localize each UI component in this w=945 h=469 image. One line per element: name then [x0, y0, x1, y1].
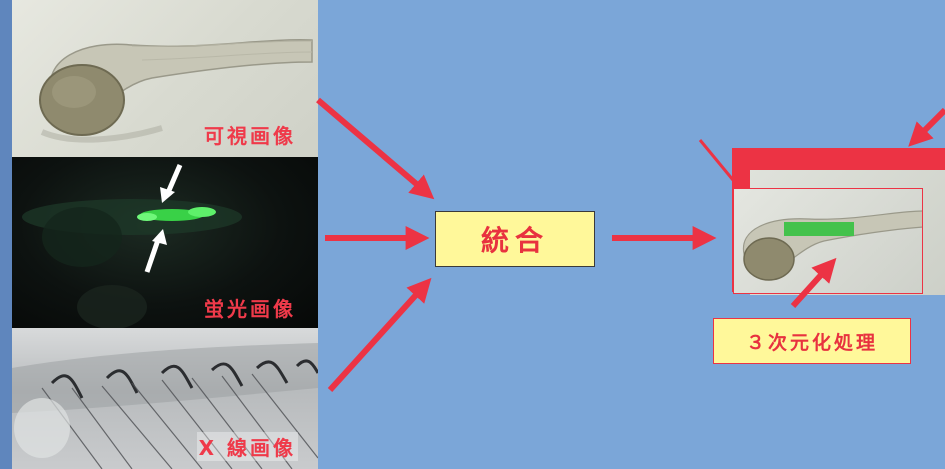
arrow-process-to-result: [790, 257, 837, 309]
process-box: ３次元化処理: [713, 318, 911, 364]
down-arrow-icon: [160, 164, 183, 203]
arrow-xray-to-merge: [327, 277, 432, 393]
arrow-top-left-tick: [698, 139, 735, 181]
fluorescence-image: [22, 164, 242, 328]
xray-image-label: X 線画像: [196, 432, 298, 461]
zebrafish-embryo-image: [39, 39, 313, 143]
fluorescence-region-marker: [784, 222, 854, 236]
result-image: [733, 188, 923, 294]
fluorescence-image-panel: 蛍光画像: [12, 157, 318, 328]
visible-image-label: 可視画像: [204, 124, 296, 148]
process-label: ３次元化処理: [745, 331, 878, 354]
visible-image-panel: 可視画像: [12, 0, 318, 157]
fluorescence-image-label: 蛍光画像: [204, 297, 296, 321]
merge-box: 統合: [435, 211, 595, 267]
arrow-top-right-to-result: [908, 107, 945, 147]
up-arrow-icon: [144, 229, 167, 273]
left-edge-strip: [0, 0, 12, 469]
xray-image-panel: X 線画像: [12, 328, 318, 469]
arrow-visible-to-merge: [316, 97, 435, 200]
xray-image: [12, 343, 318, 469]
merge-label: 統合: [480, 224, 549, 257]
